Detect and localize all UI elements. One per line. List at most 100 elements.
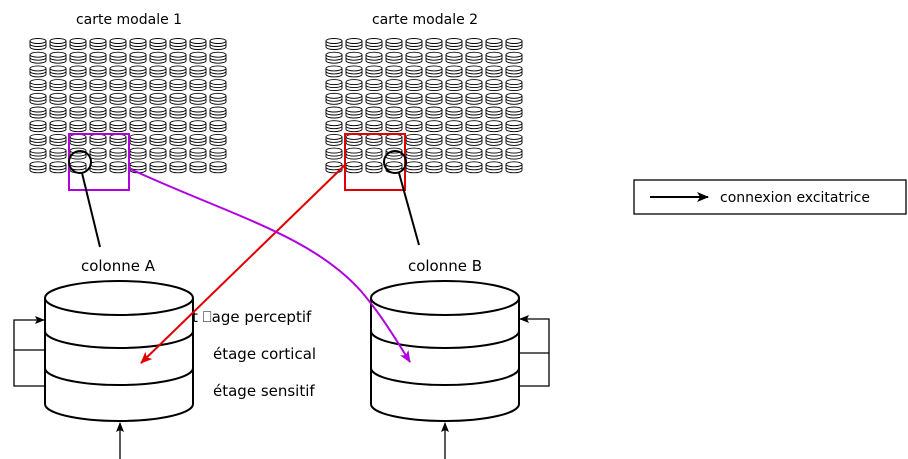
map-1-unit: [49, 133, 67, 146]
map-1-unit: [169, 79, 187, 92]
column-a-divider-1: [44, 330, 194, 349]
map-2-unit: [365, 92, 383, 105]
map-1-unit: [129, 120, 147, 133]
map-1-unit: [69, 79, 87, 92]
map-1-unit: [149, 120, 167, 133]
map-1-unit: [49, 65, 67, 78]
map-2-unit: [405, 38, 423, 50]
map-2-unit: [445, 120, 463, 133]
map-1-grid: [29, 38, 227, 174]
map-1-unit: [29, 79, 47, 92]
map-1-unit: [209, 51, 227, 64]
map-1-unit: [109, 65, 127, 78]
map-1-unit: [89, 161, 107, 174]
map-1-unit: [89, 38, 107, 50]
map-1-unit: [49, 92, 67, 105]
map-1-unit: [189, 133, 207, 146]
map-1-unit: [69, 120, 87, 133]
map-1-unit: [169, 133, 187, 146]
map-1-unit: [189, 120, 207, 133]
map-1-unit: [169, 120, 187, 133]
map-2-unit: [505, 38, 523, 50]
map-1-unit: [29, 106, 47, 119]
map-1-unit: [189, 147, 207, 160]
map-2-unit: [425, 133, 443, 146]
map-2-unit: [445, 38, 463, 50]
purple-excitatory-connection: [127, 167, 411, 363]
map-1-unit: [109, 51, 127, 64]
map-2-unit: [345, 120, 363, 133]
map-2-unit: [345, 92, 363, 105]
map-1-unit: [169, 38, 187, 50]
map-2-unit: [345, 38, 363, 50]
map-2-unit: [505, 79, 523, 92]
map-2-unit: [425, 106, 443, 119]
map-1-unit: [169, 51, 187, 64]
map-1-unit: [109, 120, 127, 133]
map-1-unit: [209, 120, 227, 133]
map-1-unit: [209, 38, 227, 50]
map-1-unit: [209, 92, 227, 105]
column-a-label: colonne A: [81, 257, 156, 275]
map-1-unit: [129, 106, 147, 119]
map-2-unit: [345, 65, 363, 78]
map-1-unit: [209, 65, 227, 78]
map-2-unit: [385, 79, 403, 92]
map-2-unit: [425, 65, 443, 78]
map-1-unit: [89, 65, 107, 78]
map-2-unit: [385, 65, 403, 78]
map-1-unit: [89, 133, 107, 146]
column-b-cylinder: [370, 280, 520, 422]
map-2-unit: [485, 79, 503, 92]
map-1-unit: [69, 38, 87, 50]
map-1-unit: [29, 133, 47, 146]
map-1-unit: [49, 120, 67, 133]
map-2-unit: [385, 38, 403, 50]
map-2-unit: [365, 38, 383, 50]
map-2-unit: [325, 65, 343, 78]
map-1-unit: [109, 133, 127, 146]
map-2-unit: [405, 65, 423, 78]
map-1-unit: [129, 38, 147, 50]
map-2-unit: [345, 133, 363, 146]
red-excitatory-connection: [140, 163, 347, 364]
map-1-unit: [89, 147, 107, 160]
legend-label: connexion excitatrice: [720, 190, 870, 206]
map-1-unit: [129, 133, 147, 146]
map-1-unit: [29, 92, 47, 105]
map-2-unit: [405, 79, 423, 92]
map-1-unit: [189, 161, 207, 174]
map-1-unit: [69, 92, 87, 105]
map-2-unit: [445, 65, 463, 78]
map-2-unit: [485, 161, 503, 174]
map-2-unit: [325, 120, 343, 133]
column-b-top: [370, 280, 520, 316]
map-2-unit: [365, 51, 383, 64]
map-1-selected-unit: [68, 150, 92, 174]
map-2-unit: [325, 106, 343, 119]
map-2-unit: [445, 51, 463, 64]
map-2-unit: [445, 106, 463, 119]
map-1-unit: [29, 38, 47, 50]
map-2-unit: [505, 161, 523, 174]
map-2-unit: [385, 133, 403, 146]
map-1-unit: [149, 65, 167, 78]
map-2-unit: [345, 106, 363, 119]
map-1-unit: [29, 120, 47, 133]
map-1-unit: [49, 79, 67, 92]
map-2-unit: [365, 147, 383, 160]
map-2-unit: [345, 147, 363, 160]
map-2-unit: [465, 51, 483, 64]
map-1-unit: [169, 161, 187, 174]
map-2-unit: [445, 79, 463, 92]
map-1-unit: [189, 106, 207, 119]
map-2-unit: [325, 147, 343, 160]
map-1-unit: [189, 79, 207, 92]
map-1-unit: [129, 79, 147, 92]
map-2-unit: [425, 38, 443, 50]
map-2-unit: [505, 133, 523, 146]
map-1-unit: [109, 38, 127, 50]
column-b-divider-2: [370, 367, 520, 386]
map-1-unit: [69, 106, 87, 119]
